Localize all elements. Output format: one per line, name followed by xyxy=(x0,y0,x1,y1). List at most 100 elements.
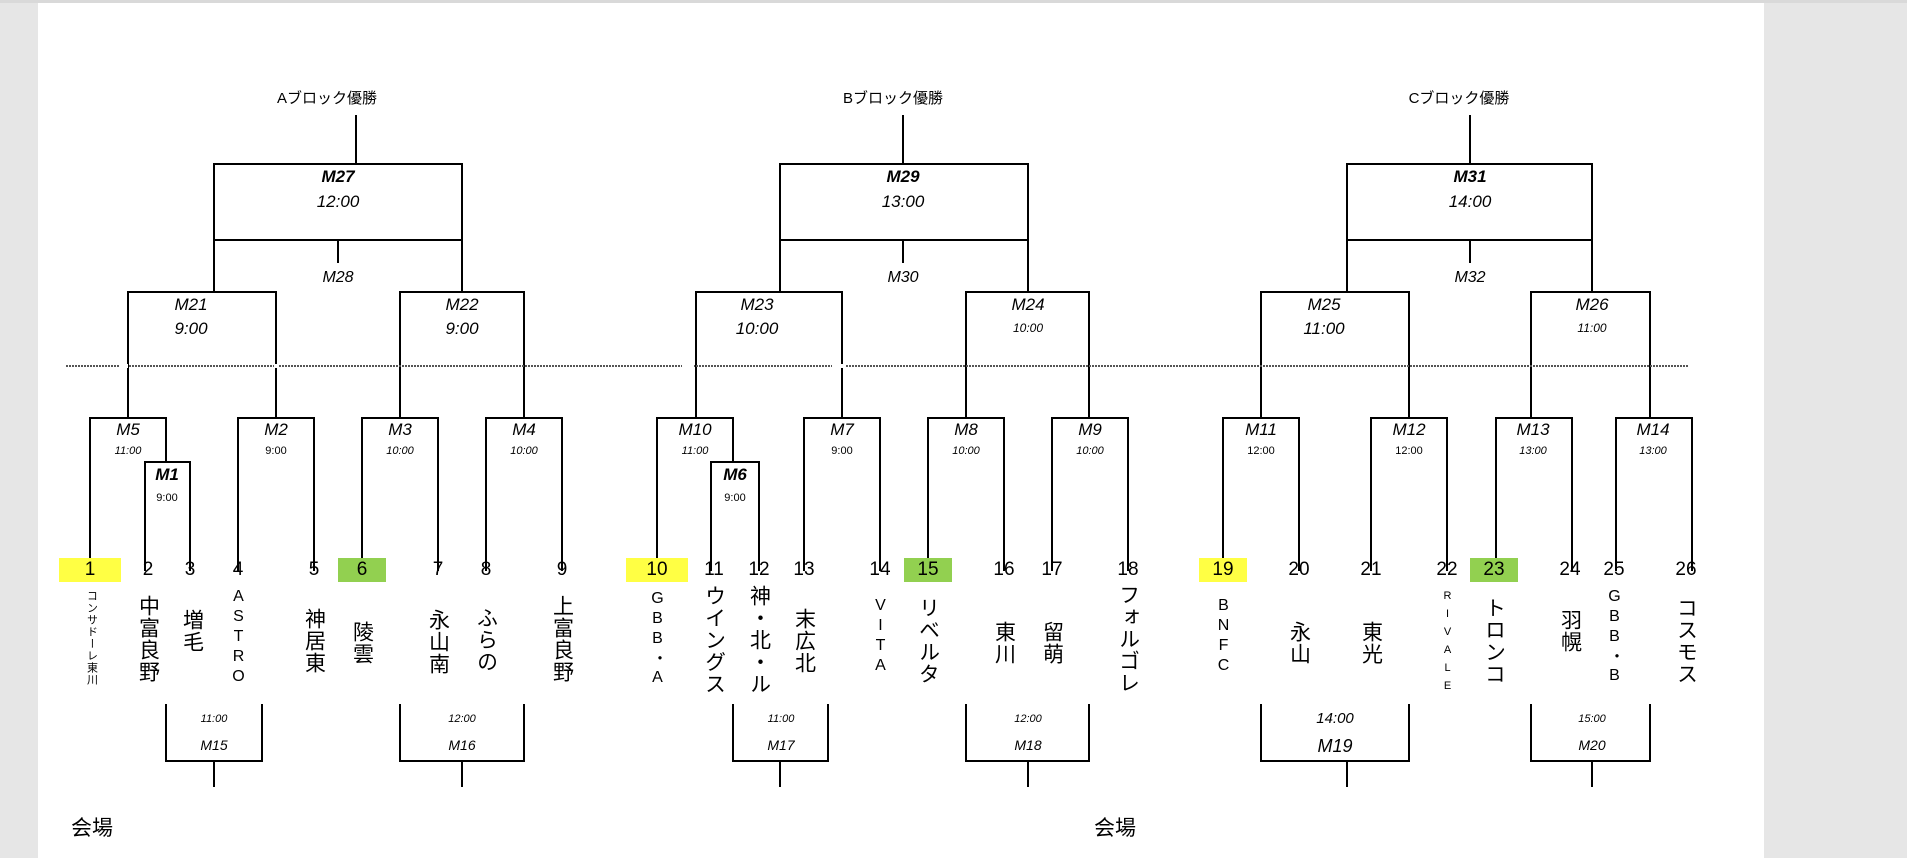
team-number-4: 4 xyxy=(232,559,244,580)
team-number-10: 10 xyxy=(626,558,688,582)
team-name-3: 増毛 xyxy=(180,609,204,653)
team-number-6: 6 xyxy=(338,558,386,582)
team-name-16: 東川 xyxy=(992,621,1016,665)
match-label-m2: M2 xyxy=(264,420,288,439)
venue-label-left: 会場 xyxy=(71,817,113,840)
match-label-m4: M4 xyxy=(512,420,536,439)
team-number-17: 17 xyxy=(1041,559,1063,580)
team-number-3: 3 xyxy=(184,559,196,580)
block-a-winner-label: Aブロック優勝 xyxy=(276,90,378,107)
match-time-m2: 9:00 xyxy=(265,445,287,457)
match-label-m9: M9 xyxy=(1078,420,1102,439)
team-name-2: 中富良野 xyxy=(136,595,160,683)
match-label-m7: M7 xyxy=(830,420,854,439)
team-name-18: フォルゴレ xyxy=(1116,584,1140,694)
match-label-m3: M3 xyxy=(388,420,412,439)
team-name-4: ASTRO xyxy=(230,588,247,688)
team-name-19: BNFC xyxy=(1215,597,1232,677)
match-time-m27: 12:00 xyxy=(316,192,360,211)
match-label-m28: M28 xyxy=(322,269,354,286)
team-number-13: 13 xyxy=(793,559,815,580)
match-label-m12: M12 xyxy=(1392,420,1426,439)
match-time-m7: 9:00 xyxy=(831,445,853,457)
team-name-1: コンサドーレ東川 xyxy=(85,590,98,686)
match-time-m8: 10:00 xyxy=(952,445,980,457)
match-time-m17: 11:00 xyxy=(767,713,795,725)
match-time-m9: 10:00 xyxy=(1076,445,1104,457)
team-name-17: 留萌 xyxy=(1040,621,1064,665)
team-number-15: 15 xyxy=(904,558,952,582)
team-number-9: 9 xyxy=(556,559,568,580)
team-number-14: 14 xyxy=(869,559,891,580)
team-number-1: 1 xyxy=(59,558,121,582)
match-time-m19: 14:00 xyxy=(1316,710,1354,727)
team-name-12: 神・北・ル xyxy=(747,585,771,695)
team-number-23: 23 xyxy=(1470,558,1518,582)
match-time-m31: 14:00 xyxy=(1448,192,1492,211)
team-number-7: 7 xyxy=(432,559,444,580)
team-number-5: 5 xyxy=(308,559,320,580)
match-time-m25: 11:00 xyxy=(1303,319,1345,338)
match-time-m15: 11:00 xyxy=(200,713,228,725)
match-label-m26: M26 xyxy=(1575,295,1609,314)
venue-label-right: 会場 xyxy=(1094,817,1136,840)
match-time-m1: 9:00 xyxy=(156,492,178,504)
team-name-6: 陵雲 xyxy=(350,621,374,665)
team-number-11: 11 xyxy=(704,559,724,580)
team-number-16: 16 xyxy=(993,559,1015,580)
match-time-m29: 13:00 xyxy=(881,192,925,211)
match-time-m13: 13:00 xyxy=(1519,445,1547,457)
match-label-m11: M11 xyxy=(1245,420,1277,439)
team-number-25: 25 xyxy=(1603,559,1625,580)
match-label-m14: M14 xyxy=(1636,420,1670,439)
team-name-14: VITA xyxy=(872,597,889,677)
team-number-12: 12 xyxy=(748,559,770,580)
match-time-m14: 13:00 xyxy=(1639,445,1667,457)
match-time-m16: 12:00 xyxy=(448,713,476,725)
match-label-m16: M16 xyxy=(448,737,476,753)
team-name-21: 東光 xyxy=(1359,621,1383,665)
match-time-m22: 9:00 xyxy=(445,319,479,338)
team-name-8: ふらの xyxy=(474,607,498,673)
team-number-21: 21 xyxy=(1360,559,1382,580)
match-time-m26: 11:00 xyxy=(1577,321,1607,335)
bracket-sheet xyxy=(38,0,1764,858)
match-label-m31: M31 xyxy=(1453,167,1487,186)
team-name-24: 羽幌 xyxy=(1558,609,1582,653)
team-name-20: 永山 xyxy=(1287,621,1311,665)
match-label-m19: M19 xyxy=(1317,736,1353,756)
team-number-26: 26 xyxy=(1675,559,1697,580)
match-time-m6: 9:00 xyxy=(724,492,746,504)
team-name-9: 上富良野 xyxy=(550,595,574,683)
team-number-20: 20 xyxy=(1288,559,1310,580)
match-time-m12: 12:00 xyxy=(1395,445,1423,457)
team-number-8: 8 xyxy=(480,559,492,580)
match-time-m24: 10:00 xyxy=(1012,321,1044,335)
team-number-19: 19 xyxy=(1199,558,1247,582)
team-name-10: GBB・A xyxy=(649,590,666,689)
team-number-22: 22 xyxy=(1436,559,1458,580)
match-label-m18: M18 xyxy=(1014,737,1042,753)
match-label-m20: M20 xyxy=(1578,737,1606,753)
match-time-m23: 10:00 xyxy=(735,319,779,338)
match-label-m15: M15 xyxy=(200,737,228,753)
match-label-m30: M30 xyxy=(887,269,919,286)
match-label-m5: M5 xyxy=(116,420,140,439)
match-label-m17: M17 xyxy=(767,737,795,753)
team-name-7: 永山南 xyxy=(426,609,450,675)
match-time-m3: 10:00 xyxy=(386,445,414,457)
team-number-24: 24 xyxy=(1559,559,1581,580)
match-label-m25: M25 xyxy=(1307,295,1341,314)
match-time-m18: 12:00 xyxy=(1014,713,1042,725)
match-label-m8: M8 xyxy=(954,420,978,439)
match-label-m22: M22 xyxy=(445,295,479,314)
team-name-13: 末広北 xyxy=(792,608,816,674)
team-name-23: トロンコ xyxy=(1482,597,1506,685)
team-name-15: リベルタ xyxy=(916,597,940,685)
match-label-m32: M32 xyxy=(1454,269,1486,286)
block-c-winner-label: Cブロック優勝 xyxy=(1408,90,1510,107)
match-label-m27: M27 xyxy=(321,167,355,186)
match-time-m5: 11:00 xyxy=(114,445,142,457)
team-name-26: コスモス xyxy=(1674,597,1698,685)
